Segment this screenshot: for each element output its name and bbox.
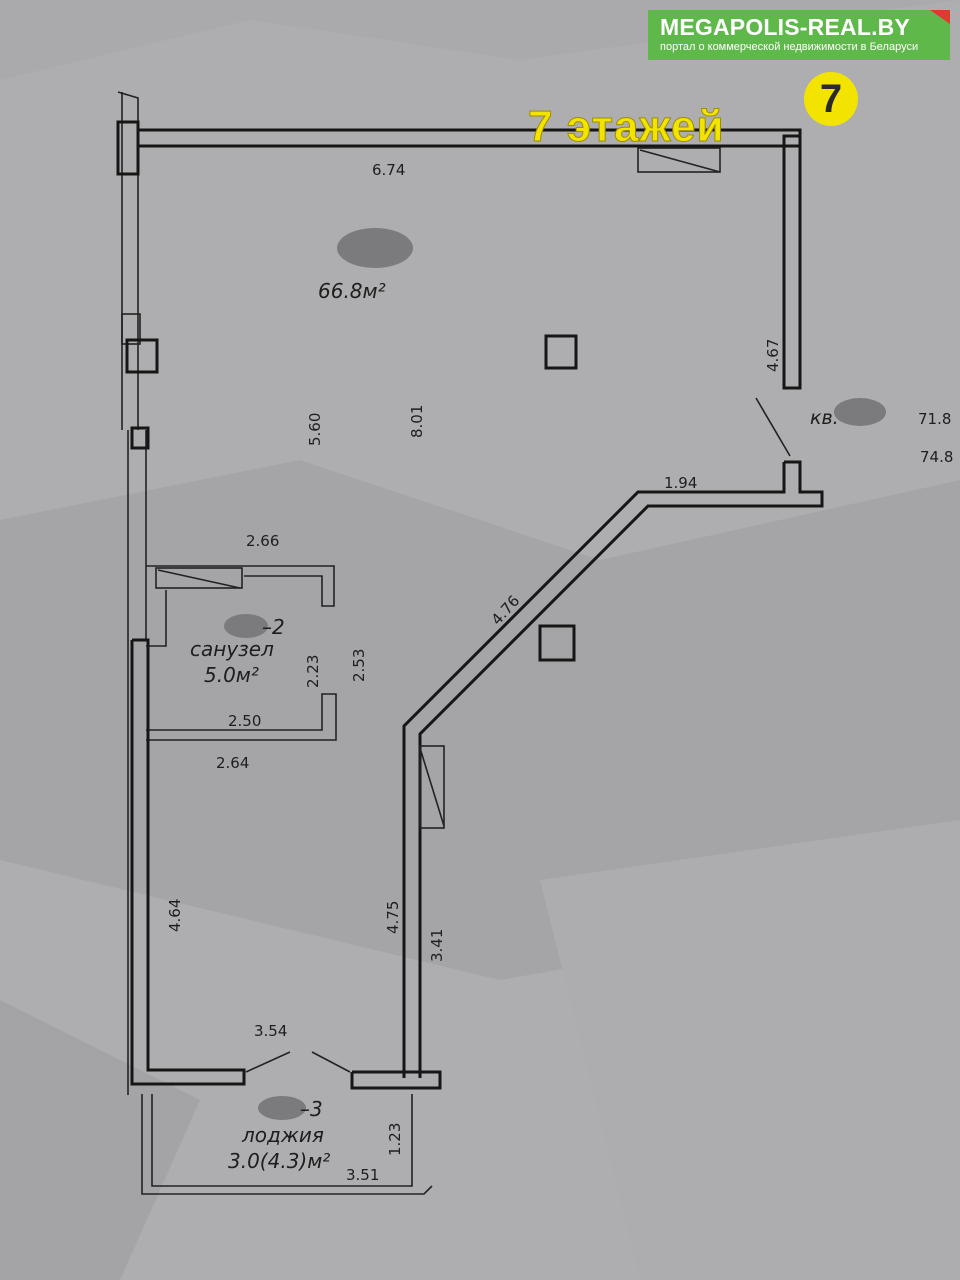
dim-lower-right-inner: 3.41 bbox=[428, 929, 446, 962]
lower-left-wall bbox=[130, 638, 246, 1086]
brand-name: MEGAPOLIS-REAL.BY bbox=[660, 14, 911, 40]
dim-bath-height-outer: 2.53 bbox=[350, 649, 368, 682]
dim-main-height-left: 5.60 bbox=[306, 413, 324, 446]
lower-right-wall bbox=[350, 1070, 442, 1090]
dim-bath-top: 2.66 bbox=[246, 532, 279, 550]
door-swing-left bbox=[245, 1051, 291, 1073]
loggia-number: –3 bbox=[300, 1097, 323, 1121]
loggia-outline bbox=[141, 1094, 433, 1195]
apartment-area-2: 74.8 bbox=[920, 448, 953, 466]
column bbox=[538, 624, 576, 662]
brand-corner-flag bbox=[930, 10, 950, 24]
loggia-area: 3.0(4.3)м² bbox=[228, 1149, 330, 1173]
main-room-area: 66.8м² bbox=[318, 279, 386, 303]
brand-banner: MEGAPOLIS-REAL.BY портал о коммерческой … bbox=[648, 10, 950, 60]
bathroom-name: санузел bbox=[190, 637, 274, 661]
dim-top-wall: 6.74 bbox=[372, 161, 405, 179]
door-swing-right bbox=[311, 1051, 351, 1073]
floors-overlay-text: 7 этажей bbox=[528, 102, 725, 152]
right-wall bbox=[782, 134, 802, 390]
bathroom-area: 5.0м² bbox=[204, 663, 259, 687]
apartment-label: кв. bbox=[810, 407, 839, 429]
left-exterior-wall bbox=[116, 91, 159, 1095]
dim-loggia-depth: 1.23 bbox=[386, 1123, 404, 1156]
dim-lower-left: 4.64 bbox=[166, 899, 184, 932]
redaction-blurs bbox=[224, 228, 886, 1120]
dim-bath-bottom-outer: 2.64 bbox=[216, 754, 249, 772]
entry-and-diagonal-wall bbox=[402, 397, 824, 1078]
floor-badge: 7 bbox=[804, 72, 858, 126]
bathroom-number: –2 bbox=[262, 615, 285, 639]
dim-bath-height-inner: 2.23 bbox=[304, 655, 322, 688]
dim-loggia-width: 3.51 bbox=[346, 1166, 379, 1184]
dim-main-height-center: 8.01 bbox=[408, 405, 426, 438]
bathroom-walls bbox=[146, 565, 337, 741]
loggia-name: лоджия bbox=[241, 1123, 324, 1147]
dim-entry-wall: 1.94 bbox=[664, 474, 697, 492]
dim-loggia-opening: 3.54 bbox=[254, 1022, 287, 1040]
dim-right-wall: 4.67 bbox=[764, 339, 782, 372]
dim-lower-right-outer: 4.75 bbox=[384, 901, 402, 934]
column bbox=[544, 334, 578, 370]
apartment-area-1: 71.8 bbox=[918, 410, 951, 428]
dim-bath-bottom-inner: 2.50 bbox=[228, 712, 261, 730]
brand-tagline: портал о коммерческой недвижимости в Бел… bbox=[660, 41, 919, 53]
